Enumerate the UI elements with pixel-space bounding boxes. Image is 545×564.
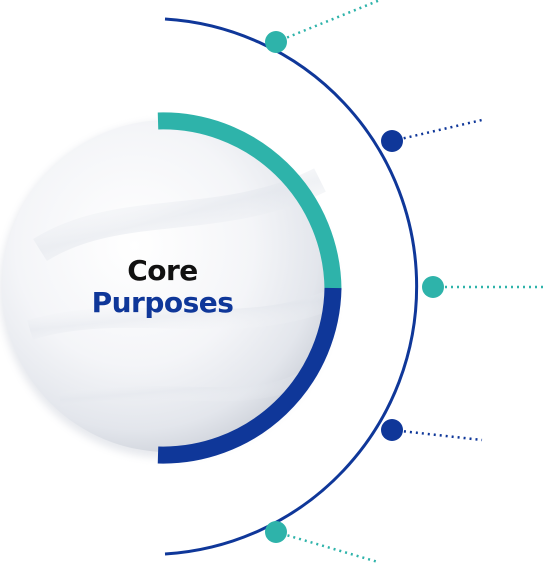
sphere-swirl-3 xyxy=(58,373,304,407)
inner-arc-teal xyxy=(157,112,342,291)
connector-4 xyxy=(391,428,483,442)
connector-2 xyxy=(391,118,483,143)
node-2 xyxy=(381,130,403,152)
node-3 xyxy=(422,276,444,298)
center-title-line1: Core xyxy=(127,254,198,287)
node-5 xyxy=(265,521,287,543)
sphere-swirl-1 xyxy=(33,168,326,262)
outer-arc xyxy=(164,17,419,556)
connector-1 xyxy=(275,0,381,44)
connector-5 xyxy=(275,530,379,564)
node-4 xyxy=(381,419,403,441)
inner-arc-navy xyxy=(157,287,342,464)
sphere-swirl-2 xyxy=(27,290,334,340)
center-title-line2: Purposes xyxy=(91,286,234,319)
node-1 xyxy=(265,31,287,53)
